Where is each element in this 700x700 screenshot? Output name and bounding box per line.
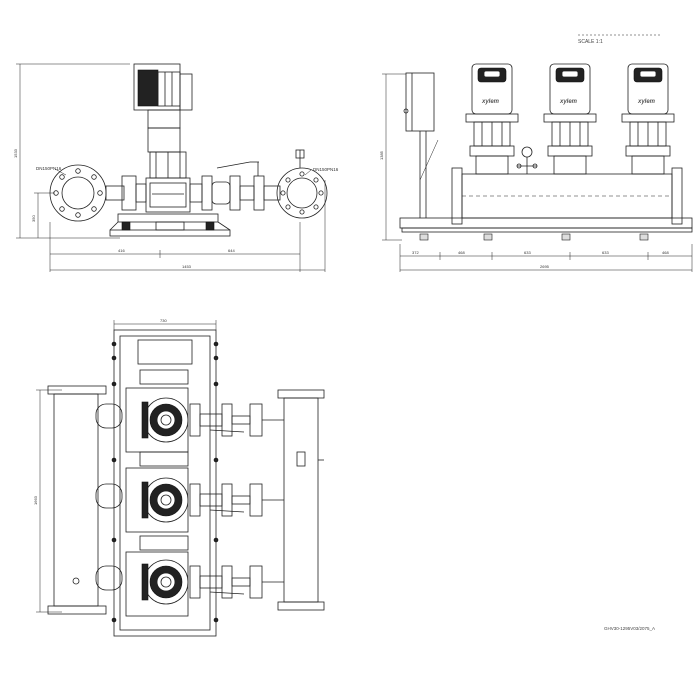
front-right-span-dim: 644 [228,248,235,253]
check-valve [211,181,231,205]
side-height-dim: 1385 [379,150,384,160]
top-width-dim: 730 [160,318,167,323]
discharge-flange-bolts [280,171,324,215]
side-pressure-gauge [521,146,533,158]
control-panel [405,72,435,132]
suction-flange-bolts [53,168,103,218]
side-base-frame [399,217,693,229]
top-control-panel [137,339,193,365]
side-pump-1: xylem [465,63,519,175]
side-manifold-flange-left [451,167,463,225]
front-total-dim: 1453 [182,264,192,269]
side-view: 1385 xylem [379,63,693,272]
side-pump-2: xylem [543,63,597,175]
scale-label: SCALE 1:1 [578,39,603,45]
valve-handle [216,161,251,169]
side-span-dim-1: 372 [412,250,419,255]
top-skid-frame [113,329,217,637]
side-span-dim-4: 633 [602,250,609,255]
discharge-valve [253,175,265,211]
side-total-dim: 2695 [540,264,550,269]
top-frame-bolts [111,341,219,623]
top-pressure-switch [296,451,306,467]
discharge-flange [276,167,328,219]
suction-manifold [53,393,99,607]
discharge-label: DN150PN16 [313,167,339,172]
pump-lantern [147,127,181,153]
side-brand-2: xylem [559,99,578,105]
front-height-dim: 1533 [13,148,18,158]
drawing-code: GHV30-1295V03/2075_A [604,626,655,631]
front-base-frame [117,213,219,223]
top-view: 730 1663 [33,318,325,637]
top-pump-1 [125,369,284,453]
side-manifold-flange-right [671,167,683,225]
top-length-dim: 1663 [33,495,38,505]
pressure-gauge [295,149,305,159]
side-span-dim-3: 633 [524,250,531,255]
top-pump-2 [125,451,284,533]
side-pump-3: xylem [621,63,675,175]
discharge-manifold [283,397,319,603]
front-axis-dim: 350 [31,215,36,222]
discharge-manifold-flange-bottom [277,601,325,611]
side-span-dim-2: 468 [458,250,465,255]
top-pump-3 [125,535,284,617]
suction-manifold-flange-bottom [47,605,107,615]
side-brand-3: xylem [637,99,656,105]
side-brand-1: xylem [481,99,500,105]
discharge-manifold-flange-top [277,389,325,399]
front-view: 1533 350 416 644 1453 DN150PN16 [13,63,339,272]
suction-label: DN150PN16 [36,166,62,171]
front-left-span-dim: 416 [118,248,125,253]
side-span-dim-5: 468 [662,250,669,255]
